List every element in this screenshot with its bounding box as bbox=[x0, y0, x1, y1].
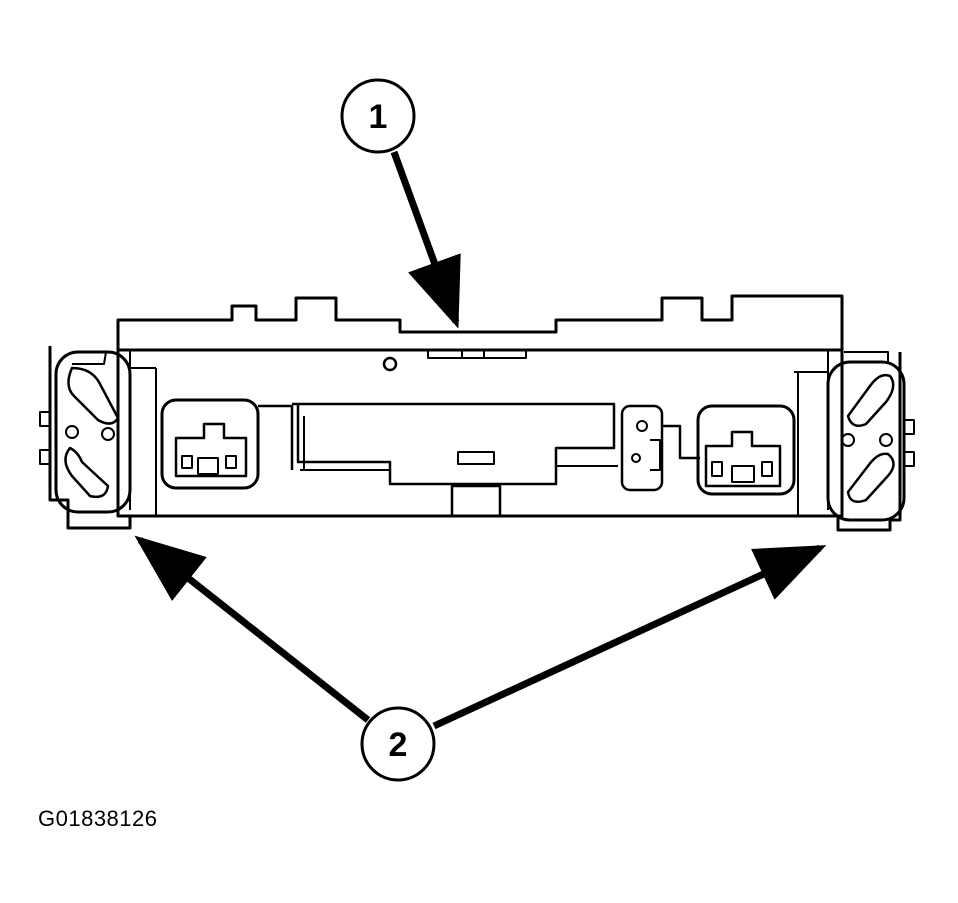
callout-1-label: 1 bbox=[369, 98, 388, 136]
locator-hole bbox=[382, 356, 398, 372]
callout-2-arrow-right bbox=[432, 544, 827, 730]
top-housing bbox=[116, 294, 844, 350]
callout-2-arrow-left bbox=[134, 535, 371, 723]
center-housing bbox=[292, 402, 616, 486]
right-connector-pocket bbox=[696, 404, 796, 496]
callout-2-label: 2 bbox=[389, 726, 408, 764]
control-module bbox=[39, 294, 915, 532]
callout-1-arrow bbox=[390, 150, 461, 329]
callout-1: 1 bbox=[340, 78, 461, 329]
figure-id-label: G01838126 bbox=[38, 806, 158, 831]
center-tab bbox=[457, 451, 495, 465]
left-connector-pocket bbox=[160, 398, 260, 490]
left-mounting-bracket bbox=[39, 346, 157, 530]
right-mounting-bracket bbox=[794, 351, 915, 532]
callout-2: 2 bbox=[134, 535, 827, 782]
